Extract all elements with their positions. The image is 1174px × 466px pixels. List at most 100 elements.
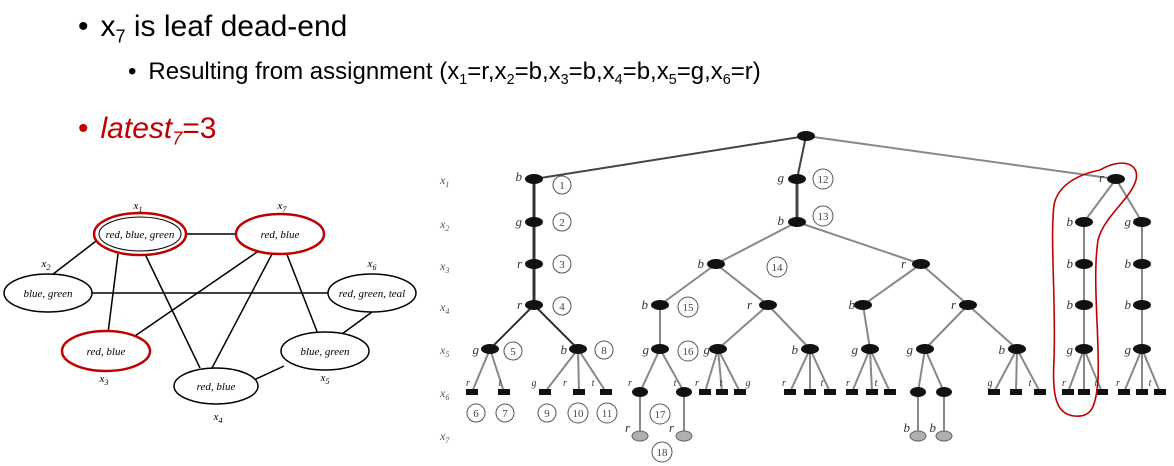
tree-edges [471, 135, 1161, 436]
node-label-x2: x2 [41, 258, 51, 272]
dead-end-leaf [804, 389, 816, 395]
latest-value: =3 [182, 112, 217, 145]
order-circle-4: 4 [552, 296, 572, 316]
assignment-part: =g,x [676, 58, 723, 85]
tree-node [1133, 259, 1151, 269]
order-circle-14: 14 [766, 256, 788, 278]
branch-label: g [516, 214, 523, 229]
order-circle-11: 11 [596, 402, 618, 424]
dead-end-leaf [866, 389, 878, 395]
branch-label: b [999, 342, 1006, 357]
branch-label: g [907, 342, 914, 357]
graph-node-x6: red, green, teal x6 [327, 258, 417, 313]
bullet-dot: • [128, 58, 137, 85]
tree-dead-ends [466, 389, 1166, 395]
branch-labels: b g r r g b g b b b g r r b r g b g g b … [473, 169, 1132, 435]
svg-text:5: 5 [510, 346, 516, 358]
branch-label: b [778, 213, 785, 228]
branch-label: r [951, 297, 957, 312]
svg-text:8: 8 [601, 345, 607, 357]
node-domain: red, blue, green [106, 229, 175, 241]
branch-label: g [1067, 342, 1074, 357]
svg-text:t: t [674, 378, 677, 389]
dead-end-leaf [1078, 389, 1090, 395]
var-subscript: 2 [506, 72, 515, 89]
tree-node [759, 300, 777, 310]
order-circle-3: 3 [552, 254, 572, 274]
svg-text:12: 12 [818, 174, 829, 186]
tree-node [525, 259, 543, 269]
tree-node [1133, 217, 1151, 227]
bullet-latest: •latest7=3 [78, 112, 217, 147]
var-subscript: 4 [614, 72, 623, 89]
branch-label: r [747, 297, 753, 312]
branch-label: g [704, 342, 711, 357]
var-subscript: 6 [722, 72, 731, 89]
graph-node-x7: red, blue x7 [234, 200, 326, 256]
svg-text:2: 2 [559, 217, 565, 229]
tree-node [959, 300, 977, 310]
latest-word: latest [100, 112, 173, 145]
branch-label: b [561, 342, 568, 357]
bullet-leaf-dead-end: •x7 is leaf dead-end [78, 10, 347, 45]
var-subscript: 5 [668, 72, 677, 89]
branch-label: b [904, 420, 911, 435]
tree-node [1107, 174, 1125, 184]
node-label-x3: x3 [99, 373, 109, 387]
graph-node-x5: blue, green x5 [280, 331, 370, 386]
tree-node [651, 300, 669, 310]
svg-text:17: 17 [655, 409, 667, 421]
edge-x6-x5 [341, 311, 373, 335]
edge-x5-x4 [253, 365, 285, 381]
svg-text:13: 13 [818, 211, 830, 223]
svg-text:14: 14 [772, 262, 784, 274]
bullet-assignment: •Resulting from assignment (x1=r,x2=b,x3… [128, 58, 761, 89]
svg-text:t: t [1029, 378, 1032, 389]
branch-label: b [792, 342, 799, 357]
svg-text:r: r [1116, 378, 1120, 389]
dead-end-leaf [1154, 389, 1166, 395]
svg-text:9: 9 [544, 408, 550, 420]
svg-text:g: g [746, 378, 751, 389]
svg-text:r: r [466, 378, 470, 389]
order-circle-17: 17 [649, 403, 671, 425]
tree-node [854, 300, 872, 310]
tree-node [525, 174, 543, 184]
dead-end-leaf [1034, 389, 1046, 395]
dead-end-leaf [884, 389, 896, 395]
bullet-dot: • [78, 10, 89, 43]
svg-text:t: t [499, 378, 502, 389]
node-label-x4: x4 [213, 411, 223, 425]
dead-end-leaf [498, 389, 510, 395]
branch-label: b [698, 256, 705, 271]
edge-x7-x3 [131, 249, 261, 339]
svg-text:r: r [563, 378, 567, 389]
svg-text:3: 3 [559, 259, 565, 271]
gray-leaf [935, 430, 953, 442]
branch-label: b [516, 169, 523, 184]
tree-node [1075, 217, 1093, 227]
branch-label: b [1125, 297, 1132, 312]
gray-leaf [909, 430, 927, 442]
dead-end-leaf [1118, 389, 1130, 395]
bullet-dot: • [78, 112, 89, 145]
branch-label: b [930, 420, 937, 435]
var-subscript: 1 [459, 72, 468, 89]
branch-label: b [1067, 297, 1074, 312]
dead-end-leaf [988, 389, 1000, 395]
tree-node [936, 387, 952, 397]
svg-text:11: 11 [602, 408, 613, 420]
tree-node [569, 344, 587, 354]
tree-node [1075, 344, 1093, 354]
svg-text:t: t [592, 378, 595, 389]
level-label-x2: x2 [439, 217, 449, 233]
svg-text:t: t [821, 378, 824, 389]
tree-node [916, 344, 934, 354]
tree-node [525, 300, 543, 310]
branch-label: r [625, 420, 631, 435]
tree-x7-leaves [631, 430, 953, 442]
assignment-part: =b,x [622, 58, 669, 85]
dead-end-leaf [600, 389, 612, 395]
level-label-x1: x1 [439, 173, 449, 189]
branch-label: b [1067, 214, 1074, 229]
